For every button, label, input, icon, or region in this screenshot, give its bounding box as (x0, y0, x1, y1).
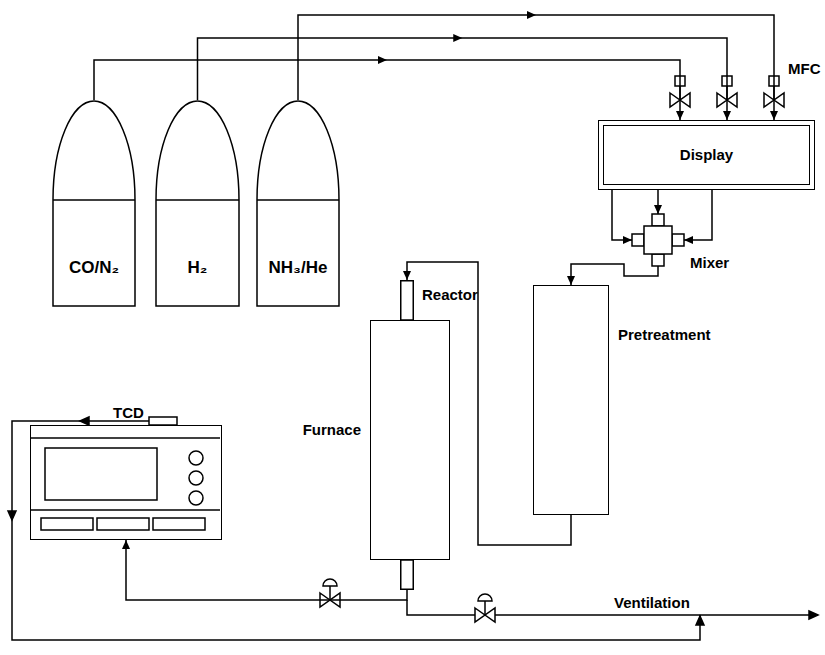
pipe-line (298, 15, 774, 120)
tcd-valve (320, 579, 340, 607)
pipe-connector (122, 540, 407, 600)
arrowhead (527, 11, 778, 120)
part-label: Furnace (303, 421, 361, 439)
gas-mixer: Mixer (632, 214, 684, 266)
part-label: Mixer (690, 254, 729, 272)
mfc-display: Display (598, 120, 815, 190)
vent-line (407, 594, 818, 622)
arrowhead (378, 56, 684, 120)
tcd-detector: TCD (30, 425, 222, 540)
mfc-label: MFC (788, 60, 821, 78)
mixer-cross (632, 214, 684, 266)
pipe-connector (567, 264, 658, 285)
furnace: Furnace (370, 320, 450, 560)
node-label: NH₃/He (256, 258, 340, 278)
gas-cylinder: H₂ (155, 100, 240, 307)
pipe-connector (298, 11, 778, 120)
arrowhead (567, 276, 575, 285)
gas-cylinder: CO/N₂ (52, 100, 136, 307)
arrowhead (403, 271, 411, 280)
part-label: Pretreatment (618, 326, 711, 344)
node-label: Display (599, 146, 814, 164)
tcd-panel (31, 426, 221, 539)
part-label: Reactor (422, 286, 478, 304)
pipe-line (126, 540, 407, 600)
part-label: TCD (113, 404, 144, 422)
node-label: CO/N₂ (52, 258, 136, 278)
pretreatment-column: Pretreatment (533, 285, 609, 515)
arrowhead (453, 34, 731, 120)
ventilation-label: Ventilation (614, 594, 690, 612)
arrowhead (122, 540, 130, 549)
gas-cylinder: NH₃/He (256, 100, 340, 307)
pipe-line (571, 264, 658, 285)
node-label: H₂ (155, 258, 240, 278)
